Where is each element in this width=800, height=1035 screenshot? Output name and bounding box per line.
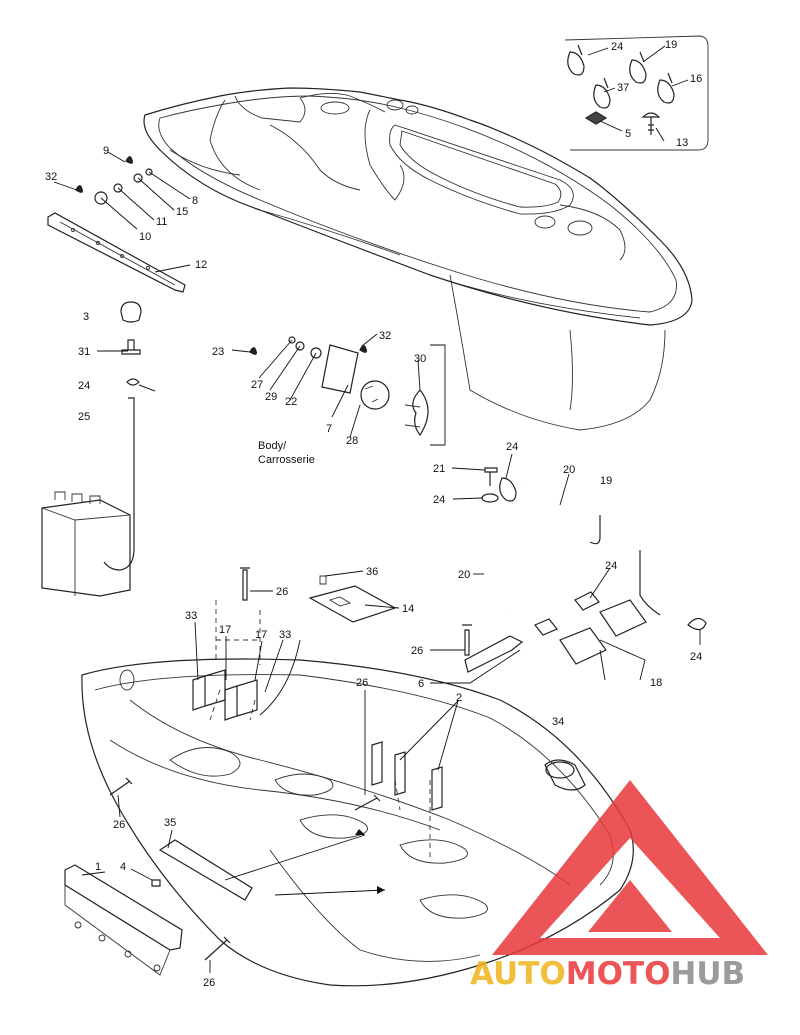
- deck-body: [143, 87, 693, 431]
- callout-12: 12: [195, 259, 207, 271]
- callout-24-inset: 24: [611, 41, 623, 53]
- body-label-line2: Carrosserie: [258, 454, 315, 466]
- callout-11: 11: [156, 216, 167, 228]
- callout-10: 10: [139, 231, 151, 243]
- callout-5: 5: [625, 128, 631, 140]
- callout-14: 14: [402, 603, 414, 615]
- callout-labels: 24 19 16 37 5 13 9 32 8 15 11 10 12 3 31…: [45, 39, 702, 989]
- callout-2: 2: [456, 692, 462, 704]
- callout-20-left: 20: [458, 569, 470, 581]
- body-label-line1: Body/: [258, 440, 287, 452]
- callout-17-left: 17: [219, 624, 231, 636]
- inset-clips-group: [564, 35, 709, 151]
- callout-32-left: 32: [45, 171, 57, 183]
- callout-33-right: 33: [279, 629, 291, 641]
- callout-25: 25: [78, 411, 90, 423]
- callout-29: 29: [265, 391, 277, 403]
- callout-18: 18: [650, 677, 662, 689]
- callout-31: 31: [78, 346, 90, 358]
- callout-21: 21: [433, 463, 445, 475]
- callout-17-right: 17: [255, 629, 267, 641]
- callout-1: 1: [95, 861, 101, 873]
- callout-9: 9: [103, 145, 109, 157]
- callout-35: 35: [164, 817, 176, 829]
- callout-32-center: 32: [379, 330, 391, 342]
- callout-20-right: 20: [563, 464, 575, 476]
- callout-8: 8: [192, 195, 198, 207]
- callout-16: 16: [690, 73, 702, 85]
- watermark-hub: HUB: [670, 956, 745, 992]
- callout-15: 15: [176, 206, 188, 218]
- callout-6: 6: [418, 678, 424, 690]
- callout-26-steer: 26: [411, 645, 423, 657]
- watermark-logo: AUTOMOTOHUB: [470, 780, 768, 992]
- callout-24-steer-top: 24: [506, 441, 518, 453]
- callout-26-left-hull: 26: [113, 819, 125, 831]
- callout-26-bottom: 26: [203, 977, 215, 989]
- callout-24-steer-mid: 24: [433, 494, 445, 506]
- callout-13: 13: [676, 137, 688, 149]
- callout-24-vent: 24: [78, 380, 90, 392]
- callout-23: 23: [212, 346, 224, 358]
- callout-7: 7: [326, 423, 332, 435]
- side-rail-group: [47, 156, 186, 293]
- callout-37: 37: [617, 82, 629, 94]
- callout-36: 36: [366, 566, 378, 578]
- steering-cable-group: [462, 467, 707, 673]
- watermark-triangle-icon: [492, 780, 768, 955]
- callout-34: 34: [552, 716, 564, 728]
- callout-30: 30: [414, 353, 426, 365]
- battery-vent-group: [41, 301, 156, 597]
- leader-lines: [53, 45, 701, 973]
- callout-19-right: 19: [600, 475, 612, 487]
- callout-26-hull: 26: [356, 677, 368, 689]
- watermark-moto: MOTO: [566, 956, 671, 992]
- callout-33-left: 33: [185, 610, 197, 622]
- callout-24-cable: 24: [605, 560, 617, 572]
- watermark-auto: AUTO: [470, 956, 566, 992]
- callout-26-top: 26: [276, 586, 288, 598]
- svg-text:AUTOMOTOHUB: AUTOMOTOHUB: [470, 956, 745, 992]
- callout-22: 22: [285, 396, 297, 408]
- callout-19-inset: 19: [665, 39, 677, 51]
- callout-27: 27: [251, 379, 263, 391]
- callout-24-end: 24: [690, 651, 702, 663]
- callout-3: 3: [83, 311, 89, 323]
- callout-28: 28: [346, 435, 358, 447]
- callout-4: 4: [120, 861, 126, 873]
- plate-fastener-group: [249, 336, 446, 446]
